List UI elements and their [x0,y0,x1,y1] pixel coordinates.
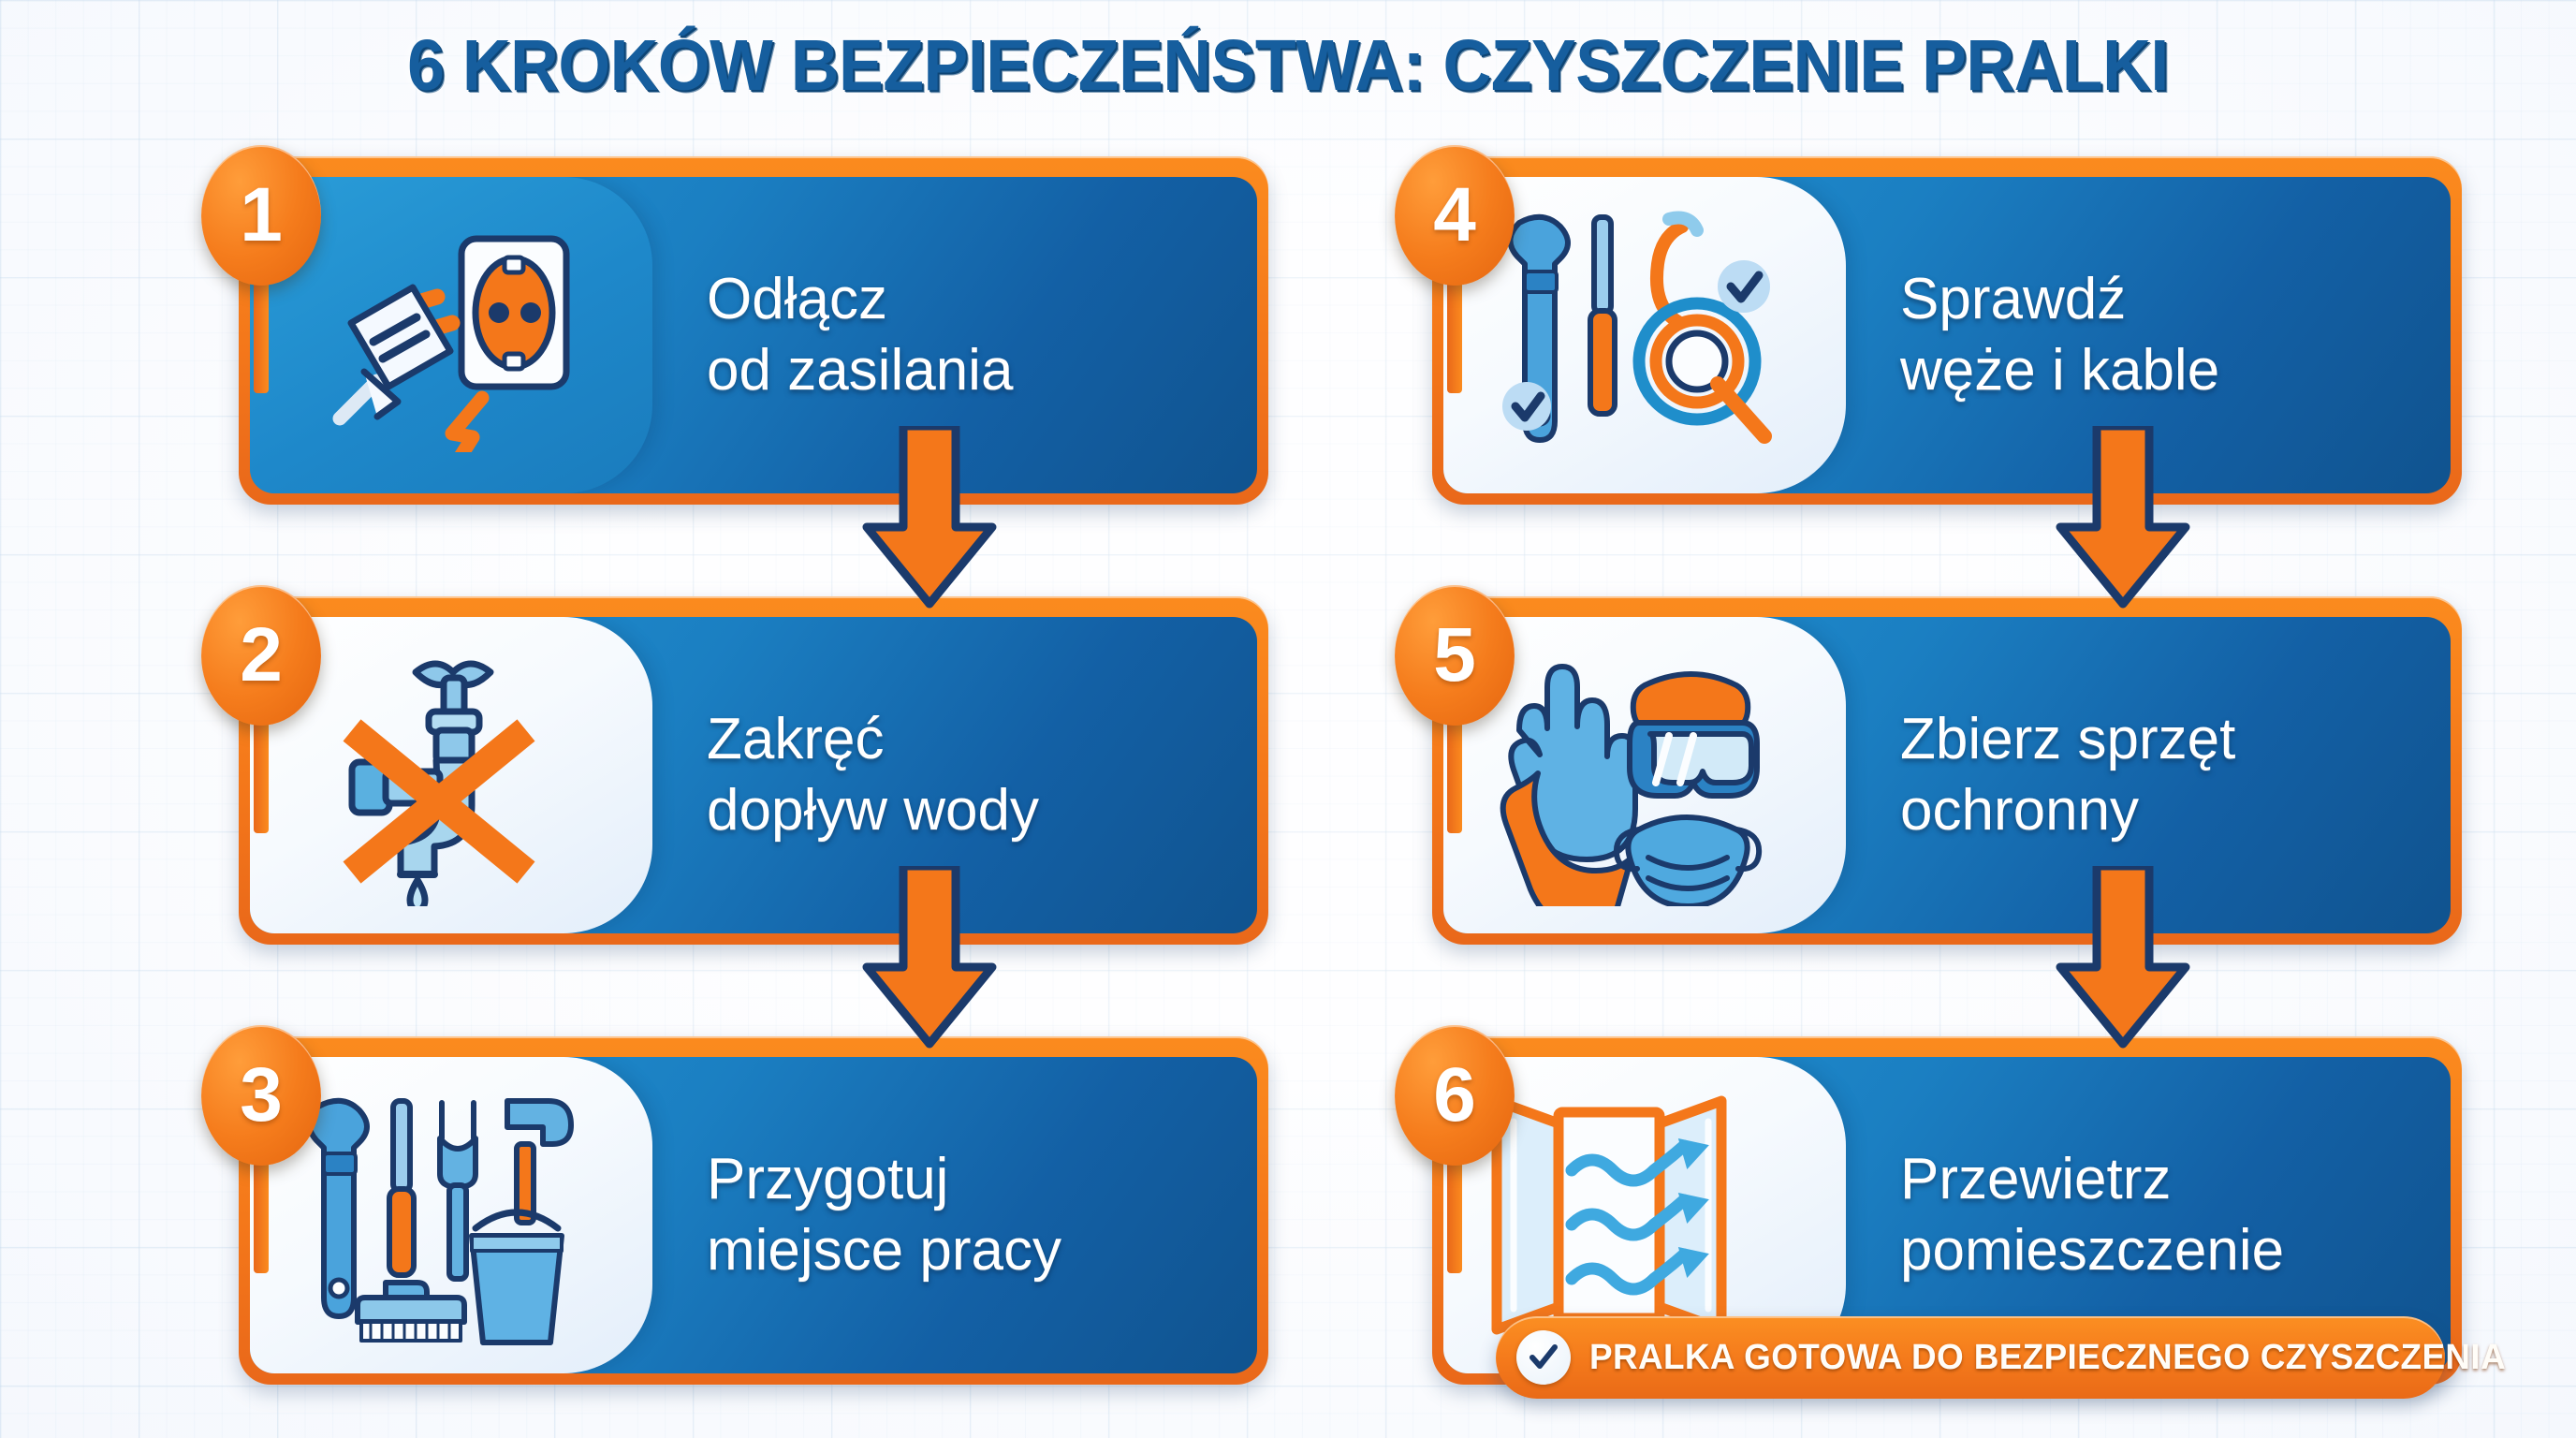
step-number: 6 [1433,1052,1476,1137]
step-card-2[interactable]: Zakręć dopływ wody 2 [201,585,1268,1049]
page-title: 6 KROKÓW BEZPIECZEŃSTWA: CZYSZCZENIE PRA… [407,25,2169,106]
badge-stem [1447,1156,1462,1273]
card-body: Zbierz sprzęt ochronny [1443,617,2451,933]
protective-equipment-icon [1500,664,1763,906]
step-card-1[interactable]: Odłącz od zasilania 1 [201,145,1268,609]
step-number-badge: 6 [1395,1025,1515,1166]
step-label: Odłącz od zasilania [707,267,1014,403]
step-number: 3 [240,1052,283,1137]
step-card-4[interactable]: Sprawdź węże i kable 4 [1395,145,2462,609]
card-frame: Zbierz sprzęt ochronny [1432,596,2462,945]
closed-water-tap-icon [343,660,535,906]
completion-banner-label: PRALKA GOTOWA DO BEZPIECZNEGO CZYSZCZENI… [1589,1337,2507,1377]
step-number: 5 [1433,612,1476,697]
inspect-hoses-cables-icon [1502,211,1772,444]
step-number: 1 [240,172,283,257]
step-label: Przewietrz pomieszczenie [1900,1147,2285,1283]
text-pane: Odłącz od zasilania [652,177,1257,493]
card-frame: Odłącz od zasilania [239,156,1268,505]
icon-pane [1443,617,1846,933]
step-number-badge: 1 [201,145,321,286]
step-label: Zakręć dopływ wody [707,707,1039,843]
tools-bucket-brush-icon [306,1098,574,1345]
step-card-5[interactable]: Zbierz sprzęt ochronny 5 [1395,585,2462,1049]
completion-banner: PRALKA GOTOWA DO BEZPIECZNEGO CZYSZCZENI… [1496,1316,2506,1399]
text-pane: Zbierz sprzęt ochronny [1846,617,2451,933]
step-label: Zbierz sprzęt ochronny [1900,707,2236,843]
text-pane: Sprawdź węże i kable [1846,177,2451,493]
text-pane: Przygotuj miejsce pracy [652,1057,1257,1373]
step-number-badge: 4 [1395,145,1515,286]
badge-stem [1447,276,1462,393]
card-frame: Sprawdź węże i kable [1432,156,2462,505]
step-number: 2 [240,612,283,697]
open-window-ventilation-icon [1491,1095,1727,1335]
badge-stem [254,716,269,833]
step-label: Sprawdź węże i kable [1900,267,2220,403]
badge-stem [254,1156,269,1273]
step-card-6[interactable]: Przewietrz pomieszczenie 6 PRALKA GOTOWA… [1395,1025,2506,1399]
step-number-badge: 2 [201,585,321,726]
card-body: Odłącz od zasilania [250,177,1257,493]
card-body: Sprawdź węże i kable [1443,177,2451,493]
steps-column-right: Sprawdź węże i kable 4 [1395,145,2506,1399]
badge-stem [254,276,269,393]
steps-column-left: Odłącz od zasilania 1 [201,145,1268,1386]
step-card-3[interactable]: Przygotuj miejsce pracy 3 [201,1025,1268,1386]
icon-pane [250,177,652,493]
step-number-badge: 5 [1395,585,1515,726]
card-frame: Przygotuj miejsce pracy [239,1036,1268,1385]
unplug-power-icon [332,235,570,452]
step-number: 4 [1433,172,1476,257]
card-body: Przygotuj miejsce pracy [250,1057,1257,1373]
check-glyph-icon [1530,1344,1558,1369]
text-pane: Zakręć dopływ wody [652,617,1257,933]
check-circle-icon [1516,1330,1571,1385]
step-label: Przygotuj miejsce pracy [707,1147,1061,1283]
step-number-badge: 3 [201,1025,321,1166]
text-pane: Przewietrz pomieszczenie [1846,1057,2451,1373]
card-body: Zakręć dopływ wody [250,617,1257,933]
card-frame: Zakręć dopływ wody [239,596,1268,945]
badge-stem [1447,716,1462,833]
